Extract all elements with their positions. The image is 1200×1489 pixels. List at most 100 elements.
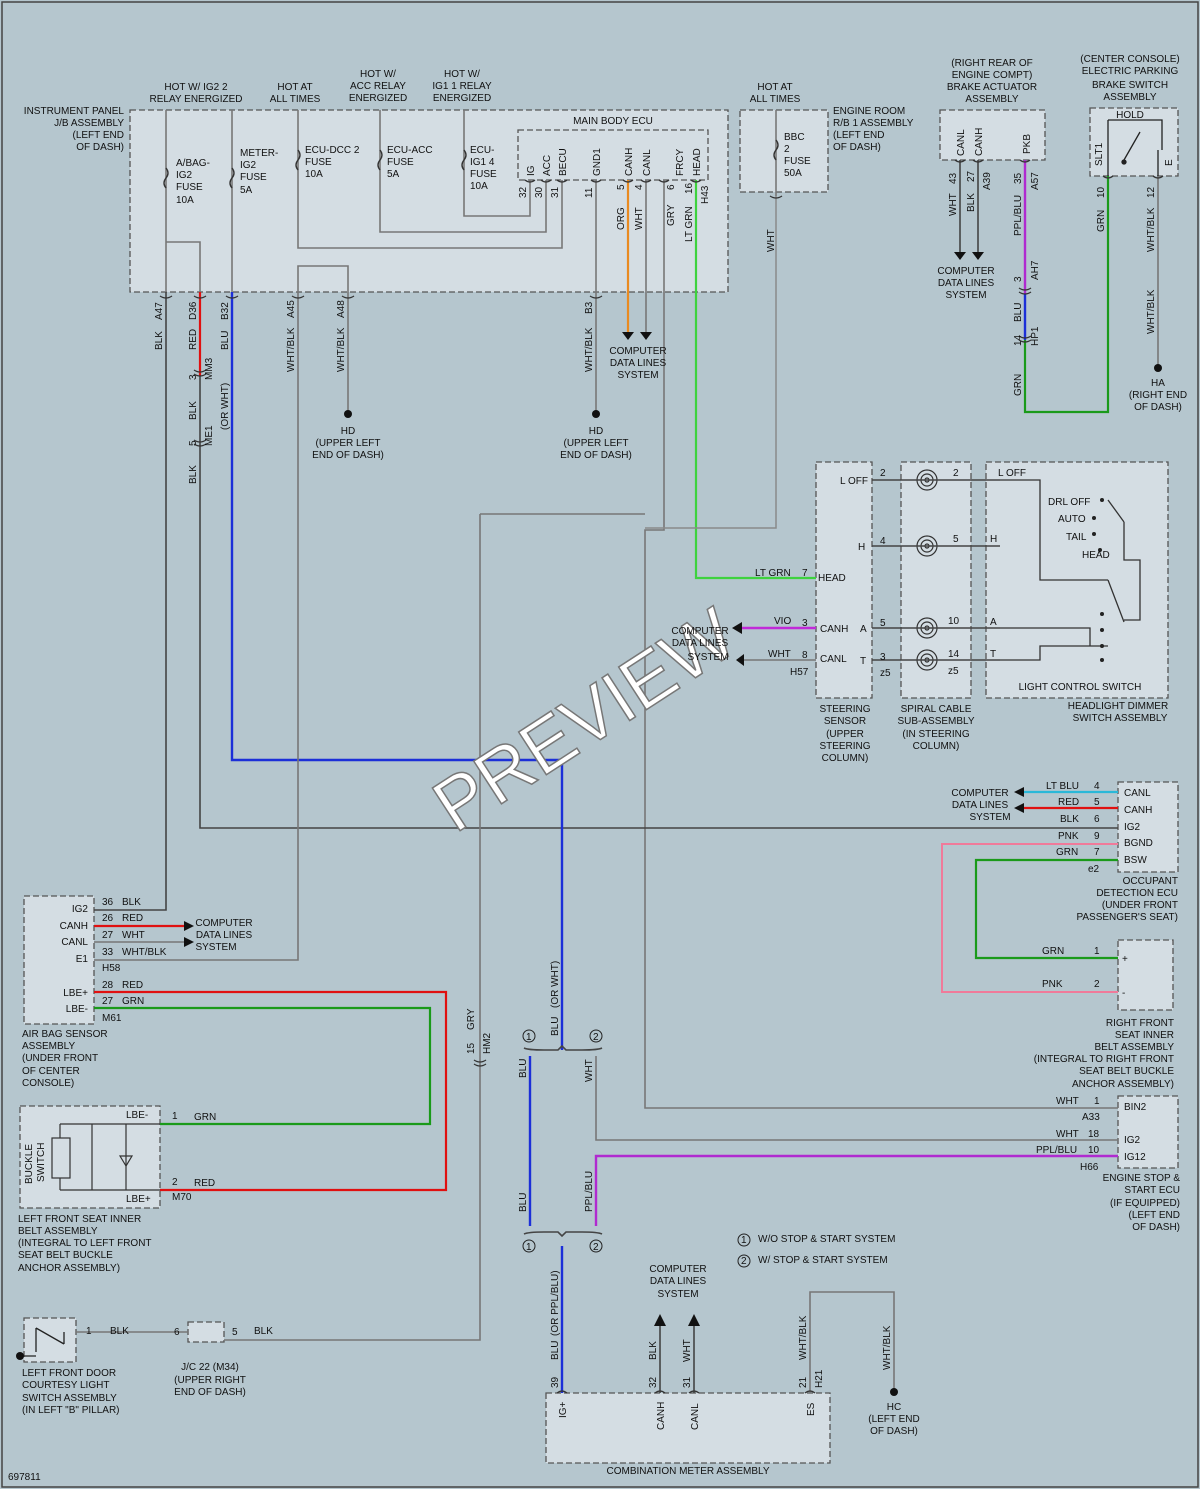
a45-whtblk-wire bbox=[94, 292, 299, 961]
svg-text:J/B ASSEMBLY: J/B ASSEMBLY bbox=[54, 118, 124, 129]
svg-text:50A: 50A bbox=[784, 168, 802, 179]
engine-stop-ecu-box bbox=[1117, 1095, 1179, 1169]
svg-text:BLU: BLU bbox=[550, 1341, 561, 1360]
svg-text:(LEFT END: (LEFT END bbox=[833, 130, 885, 141]
svg-text:COMPUTER: COMPUTER bbox=[951, 788, 1008, 799]
svg-text:12: 12 bbox=[1146, 186, 1157, 198]
svg-text:A39: A39 bbox=[982, 172, 993, 190]
svg-text:DATA LINES: DATA LINES bbox=[938, 278, 995, 289]
svg-text:27: 27 bbox=[966, 170, 977, 182]
svg-text:BELT ASSEMBLY: BELT ASSEMBLY bbox=[1095, 1042, 1175, 1053]
svg-text:FUSE: FUSE bbox=[784, 156, 811, 167]
svg-text:H66: H66 bbox=[1080, 1162, 1099, 1173]
svg-text:WHT: WHT bbox=[768, 649, 791, 660]
svg-text:SYSTEM: SYSTEM bbox=[945, 290, 986, 301]
svg-text:3: 3 bbox=[802, 618, 808, 629]
svg-text:E: E bbox=[1164, 159, 1175, 166]
svg-text:ENERGIZED: ENERGIZED bbox=[349, 93, 407, 104]
svg-text:COMBINATION METER ASSEMBLY: COMBINATION METER ASSEMBLY bbox=[607, 1466, 770, 1477]
svg-text:A33: A33 bbox=[1082, 1112, 1100, 1123]
door-switch-icon bbox=[24, 1327, 65, 1357]
svg-text:END OF DASH): END OF DASH) bbox=[174, 1387, 246, 1398]
svg-text:CANL: CANL bbox=[1124, 788, 1151, 799]
svg-text:HC: HC bbox=[887, 1402, 901, 1413]
svg-text:FRCY: FRCY bbox=[675, 148, 686, 176]
svg-text:DATA LINES: DATA LINES bbox=[650, 1276, 707, 1287]
jc22-box bbox=[187, 1321, 225, 1343]
svg-text:(UNDER FRONT: (UNDER FRONT bbox=[22, 1053, 98, 1064]
svg-text:INSTRUMENT PANEL: INSTRUMENT PANEL bbox=[24, 106, 125, 117]
svg-text:HOT W/: HOT W/ bbox=[360, 69, 396, 80]
svg-text:4: 4 bbox=[1094, 781, 1100, 792]
pplblu-ig12-wire bbox=[594, 1154, 1118, 1226]
svg-text:BSW: BSW bbox=[1124, 855, 1147, 866]
svg-text:OF DASH): OF DASH) bbox=[870, 1426, 918, 1437]
svg-text:SEAT BELT BUCKLE: SEAT BELT BUCKLE bbox=[18, 1250, 113, 1261]
abag-fuse-branch bbox=[166, 241, 201, 292]
occ-pnk-wire bbox=[941, 843, 1118, 993]
svg-text:HEADLIGHT DIMMER: HEADLIGHT DIMMER bbox=[1068, 701, 1168, 712]
svg-text:DATA LINES: DATA LINES bbox=[952, 800, 1009, 811]
door-switch-box bbox=[23, 1317, 77, 1363]
svg-text:R/B 1 ASSEMBLY: R/B 1 ASSEMBLY bbox=[833, 118, 914, 129]
svg-text:5: 5 bbox=[953, 534, 959, 545]
svg-text:COURTESY LIGHT: COURTESY LIGHT bbox=[22, 1380, 109, 1391]
svg-text:SWITCH ASSEMBLY: SWITCH ASSEMBLY bbox=[1073, 713, 1168, 724]
svg-text:GRN: GRN bbox=[1042, 946, 1064, 957]
svg-text:CANH: CANH bbox=[656, 1402, 667, 1430]
svg-text:36: 36 bbox=[102, 897, 114, 908]
svg-text:LT GRN: LT GRN bbox=[755, 568, 791, 579]
svg-text:(UPPER: (UPPER bbox=[826, 729, 864, 740]
svg-text:2: 2 bbox=[784, 144, 790, 155]
svg-text:SWITCH ASSEMBLY: SWITCH ASSEMBLY bbox=[22, 1393, 117, 1404]
svg-text:BLK: BLK bbox=[110, 1326, 129, 1337]
svg-text:SYSTEM: SYSTEM bbox=[657, 1289, 698, 1300]
svg-text:SWITCH: SWITCH bbox=[36, 1143, 47, 1182]
svg-text:IG2: IG2 bbox=[72, 904, 89, 915]
svg-text:ACC RELAY: ACC RELAY bbox=[350, 81, 406, 92]
svg-text:RIGHT FRONT: RIGHT FRONT bbox=[1106, 1018, 1174, 1029]
svg-text:BLK: BLK bbox=[188, 401, 199, 420]
svg-text:ME1: ME1 bbox=[204, 425, 215, 446]
svg-text:2: 2 bbox=[880, 468, 886, 479]
svg-text:COMPUTER: COMPUTER bbox=[195, 918, 252, 929]
svg-text:WHT: WHT bbox=[948, 193, 959, 216]
svg-text:AUTO: AUTO bbox=[1058, 514, 1086, 525]
svg-text:CANL: CANL bbox=[820, 654, 847, 665]
svg-text:WHT: WHT bbox=[1056, 1096, 1079, 1107]
svg-text:26: 26 bbox=[102, 913, 114, 924]
svg-text:31: 31 bbox=[682, 1376, 693, 1388]
svg-text:1: 1 bbox=[741, 1235, 747, 1246]
svg-text:43: 43 bbox=[948, 172, 959, 184]
svg-text:B32: B32 bbox=[220, 302, 231, 320]
svg-text:WHT: WHT bbox=[1056, 1129, 1079, 1140]
svg-text:ENGINE ROOM: ENGINE ROOM bbox=[833, 106, 905, 117]
option2-marker-bottom bbox=[589, 1239, 603, 1253]
svg-text:WHT/BLK: WHT/BLK bbox=[882, 1325, 893, 1370]
option-bracket-top bbox=[523, 1044, 603, 1051]
svg-text:PNK: PNK bbox=[1042, 979, 1063, 990]
svg-text:ENERGIZED: ENERGIZED bbox=[433, 93, 491, 104]
steering-sensor-box bbox=[815, 461, 873, 699]
svg-text:+: + bbox=[1122, 954, 1128, 965]
light-switch-contacts bbox=[1092, 498, 1104, 662]
ess-title: ENGINE STOP &START ECU (IF EQUIPPED)(LEF… bbox=[1103, 1173, 1181, 1233]
svg-text:HEAD: HEAD bbox=[818, 573, 846, 584]
svg-text:GRN: GRN bbox=[1096, 210, 1107, 232]
svg-text:BLK: BLK bbox=[648, 1341, 659, 1360]
svg-text:HP1: HP1 bbox=[1030, 326, 1041, 346]
svg-text:D36: D36 bbox=[188, 301, 199, 320]
svg-text:32: 32 bbox=[648, 1376, 659, 1388]
svg-text:GRN: GRN bbox=[1013, 374, 1024, 396]
svg-text:5: 5 bbox=[880, 618, 886, 629]
svg-text:H: H bbox=[990, 534, 997, 545]
svg-text:4: 4 bbox=[634, 184, 645, 190]
svg-text:PNK: PNK bbox=[1058, 831, 1079, 842]
svg-text:(OR WHT): (OR WHT) bbox=[550, 961, 561, 1008]
